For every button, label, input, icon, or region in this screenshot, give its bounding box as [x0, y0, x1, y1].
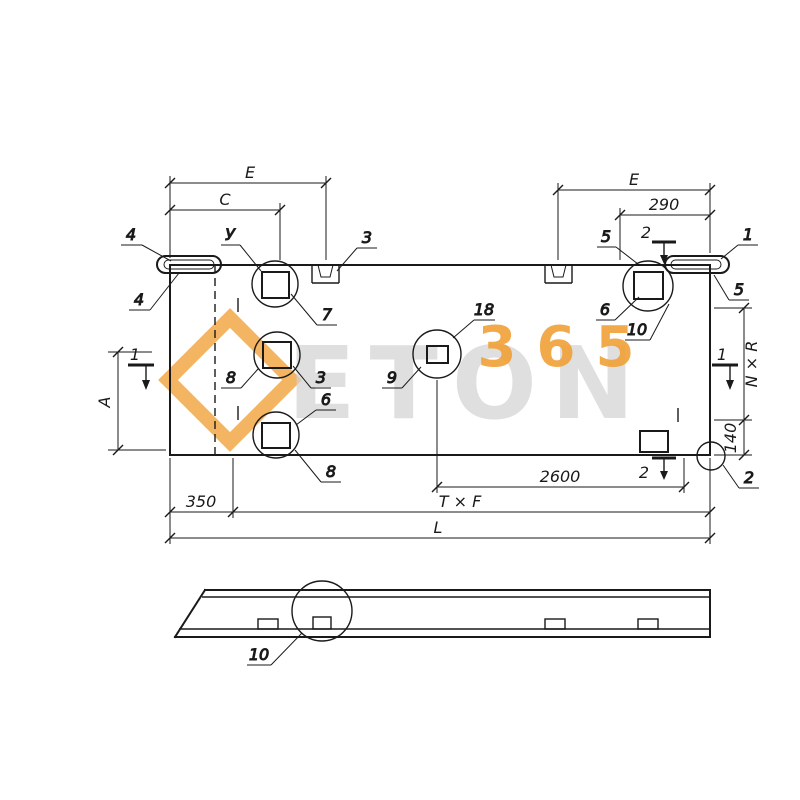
hole-detail-top-right: [622, 260, 674, 312]
section-2-bottom-label: 2: [639, 463, 649, 482]
extension-lines: [108, 176, 752, 544]
hole-bottom-right: [639, 430, 669, 453]
top-recess-left: [311, 264, 340, 284]
svg-text:6: 6: [321, 390, 331, 409]
callout-7: 7: [290, 293, 337, 326]
section-marks: 1 1 2 2: [128, 223, 738, 482]
section-2-bottom: 2: [639, 456, 676, 482]
section-1-right: 1: [712, 345, 738, 390]
svg-text:18: 18: [474, 300, 494, 319]
top-recess-right: [544, 264, 573, 284]
svg-text:9: 9: [387, 368, 397, 387]
hole-detail-low-left: [252, 411, 300, 459]
callout-2-corner: 2: [722, 464, 759, 489]
section-2-top-label: 2: [641, 223, 651, 242]
side-view: 10: [173, 580, 711, 666]
dim-2600: 2600: [540, 467, 581, 486]
lifting-loop-right: [664, 255, 730, 274]
callout-u: У: [221, 225, 262, 272]
svg-text:3: 3: [362, 228, 372, 247]
callout-6-low: 6: [295, 390, 336, 426]
callout-6-right: 6: [596, 296, 640, 321]
slab-outline: [169, 264, 711, 456]
section-1-left: 1: [128, 345, 154, 390]
watermark: ETON 365: [158, 308, 655, 452]
callout-18: 18: [452, 300, 495, 339]
watermark-number: 365: [478, 315, 655, 380]
dim-nxr: N × R: [742, 341, 761, 388]
dimension-ticks: [112, 177, 750, 544]
watermark-brand: ETON: [287, 325, 648, 442]
dim-e-left: E: [245, 163, 256, 182]
section-1-left-label: 1: [130, 345, 140, 364]
corner-detail-circle: [696, 441, 726, 471]
callout-10-side: 10: [247, 632, 303, 666]
section-2-top: 2: [641, 223, 676, 264]
dim-350: 350: [186, 492, 217, 511]
svg-text:2: 2: [744, 468, 754, 487]
svg-text:5: 5: [601, 227, 611, 246]
rebar-ticks: [237, 298, 679, 422]
svg-text:8: 8: [226, 368, 236, 387]
dim-e-right: E: [629, 170, 640, 189]
svg-text:4: 4: [126, 225, 136, 244]
dim-a: A: [95, 397, 114, 409]
lifting-loop-left: [156, 255, 222, 274]
svg-text:1: 1: [743, 225, 753, 244]
section-1-right-label: 1: [717, 345, 727, 364]
callout-9: 9: [382, 366, 422, 389]
svg-text:10: 10: [627, 320, 647, 339]
callout-3-mid: 3: [292, 365, 331, 389]
svg-text:6: 6: [600, 300, 610, 319]
callout-3-top: 3: [336, 228, 377, 272]
side-view-recesses: [257, 616, 659, 630]
svg-text:10: 10: [249, 645, 269, 664]
svg-text:7: 7: [322, 305, 333, 324]
plan-view: [156, 255, 730, 471]
svg-text:3: 3: [316, 368, 326, 387]
svg-text:4: 4: [134, 290, 144, 309]
callout-1: 1: [720, 225, 758, 260]
dim-c: C: [219, 190, 231, 209]
hole-detail-mid-left: [253, 331, 301, 379]
dimensions: E C E 290 2600 350 T × F L A N × R 140: [95, 163, 761, 544]
svg-text:У: У: [225, 225, 236, 244]
callout-4-top: 4: [121, 225, 172, 262]
hole-detail-top-left: [251, 260, 299, 308]
dimension-lines: [117, 182, 745, 539]
dim-290: 290: [649, 195, 680, 214]
hole-detail-center: [412, 329, 462, 379]
dim-l: L: [434, 518, 443, 537]
svg-text:5: 5: [734, 280, 744, 299]
callout-10-right: 10: [625, 303, 670, 341]
callout-8-low: 8: [294, 449, 341, 483]
dim-140: 140: [721, 423, 740, 454]
svg-text:8: 8: [326, 462, 336, 481]
callout-5-top: 5: [597, 227, 639, 265]
callout-4-left: 4: [129, 272, 180, 311]
callout-5-right: 5: [713, 274, 749, 301]
callout-8-mid: 8: [221, 368, 259, 389]
side-view-detail-circle: [291, 580, 353, 642]
brand-diamond-icon: [158, 308, 302, 452]
callouts: 4 4 У 3 5 1 5 6: [121, 225, 759, 489]
dim-txf: T × F: [439, 492, 482, 511]
